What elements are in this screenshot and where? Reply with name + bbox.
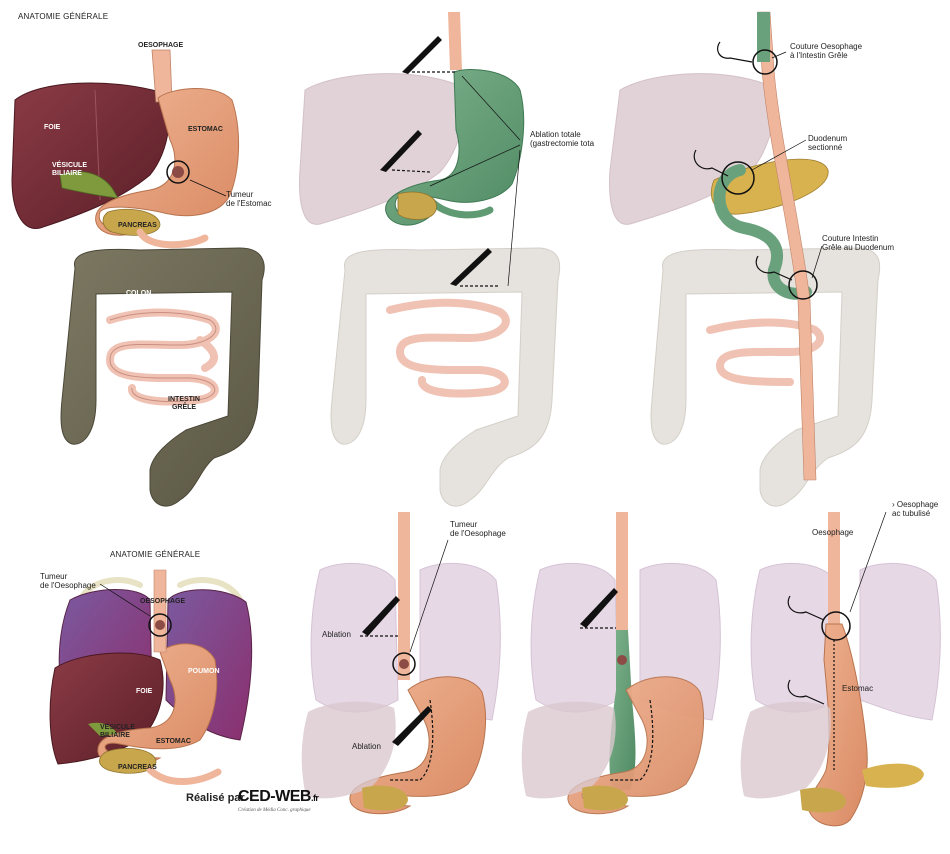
suture-marker <box>721 161 755 195</box>
label-oesophage: OESOPHAGE <box>138 42 184 49</box>
label-poumon: POUMON <box>188 668 220 675</box>
panel-bottom-4 <box>740 511 941 827</box>
label-couture-intestin: Couture Intestin Grêle au Duodenum <box>822 234 895 253</box>
needle-icon <box>717 41 753 63</box>
stomach <box>95 88 239 236</box>
removed-stomach <box>385 69 525 226</box>
label-estomac-b: ESTOMAC <box>156 738 191 745</box>
suture-marker <box>752 49 778 75</box>
label-pancreas-b: PANCREAS <box>118 764 157 771</box>
panel-top-middle <box>299 12 561 507</box>
colon <box>60 247 265 507</box>
label-estomac: ESTOMAC <box>188 126 223 133</box>
label-vesicule-b: VÉSICULE BILIAIRE <box>100 724 136 740</box>
label-ablation-1: Ablation <box>322 630 351 639</box>
scalpel-icon <box>362 596 400 636</box>
scalpel-icon <box>402 36 442 74</box>
liver <box>11 82 170 229</box>
label-oesophage-4: Oesophage <box>812 528 854 537</box>
needle-icon <box>787 679 825 705</box>
label-couture-oesophage: Couture Oesophage à l'Intestin Grêle <box>790 42 863 61</box>
panel-top-left <box>11 49 265 507</box>
label-duodenum: Duodenum sectionné <box>808 134 848 153</box>
label-ablation-totale: Ablation totale (gastrectomie tota <box>530 130 595 149</box>
credit-prefix: Réalisé par <box>186 792 245 804</box>
scalpel-icon <box>450 248 492 286</box>
label-ablation-2: Ablation <box>352 742 381 751</box>
small-intestine <box>105 308 220 406</box>
needle-icon <box>755 255 793 281</box>
tubulized-stomach <box>807 623 868 827</box>
panel-bottom-3 <box>521 512 721 815</box>
scalpel-icon <box>580 588 618 628</box>
label-tumeur-oesophage: Tumeur de l'Oesophage <box>40 572 96 591</box>
label-foie: FOIE <box>44 124 61 131</box>
panel-bottom-1 <box>49 569 253 786</box>
needle-icon <box>787 595 825 621</box>
label-vesicule: VÉSICULE BILIAIRE <box>52 162 88 178</box>
label-oesophage-b: OESOPHAGE <box>140 598 186 605</box>
tumor-marker <box>392 652 416 676</box>
needle-icon <box>693 149 729 177</box>
tumor-marker <box>166 160 190 184</box>
suture-marker <box>821 611 851 641</box>
label-estomac-4: Estomac <box>842 684 874 693</box>
label-oesophage-tubulise: › Oesophage ac tubulisé <box>892 500 939 519</box>
label-tumeur-estomac: Tumeur de l'Estomac <box>226 190 272 209</box>
esophagus-to-intestine <box>757 11 817 481</box>
small-intestine-outline <box>109 312 217 402</box>
scalpel-icon <box>380 130 422 172</box>
label-foie-b: FOIE <box>136 688 153 695</box>
label-pancreas: PANCREAS <box>118 222 157 229</box>
label-colon: COLON <box>126 290 152 297</box>
label-intestin: INTESTIN GRÊLE <box>168 396 200 412</box>
scalpel-icon <box>392 706 432 746</box>
label-tumeur-oesophage-2: Tumeur de l'Oesophage <box>450 520 506 539</box>
tumor-marker <box>148 613 172 637</box>
brand-logo: CED-WEB.fr <box>238 788 319 805</box>
suture-marker <box>788 270 818 300</box>
panel-title: ANATOMIE GÉNÉRALE <box>18 12 109 21</box>
brand-tagline: Création de Média Conc. graphique <box>238 808 311 813</box>
panel-title-bottom: ANATOMIE GÉNÉRALE <box>110 550 201 559</box>
panel-top-right <box>609 11 881 507</box>
panel-bottom-2 <box>301 512 501 815</box>
